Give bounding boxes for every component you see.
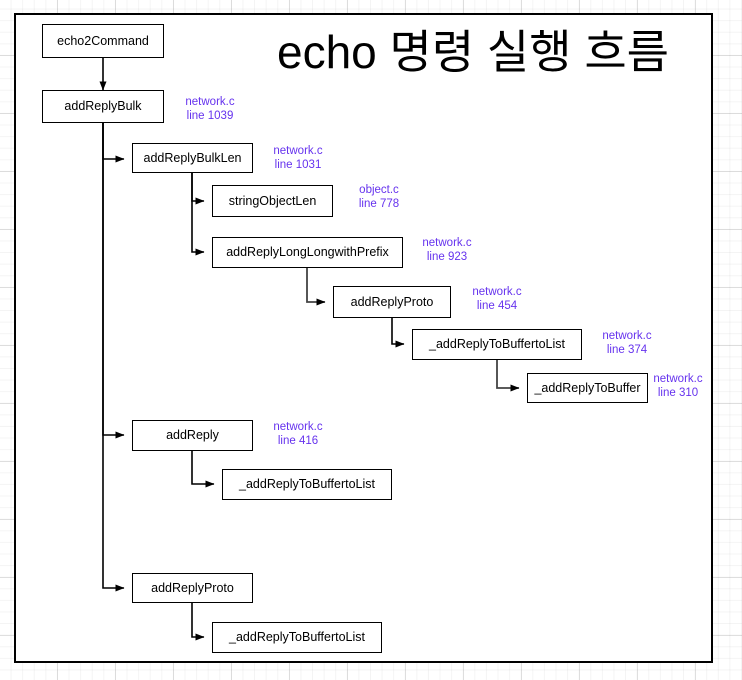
source-file: network.c: [273, 145, 323, 157]
source-file: network.c: [653, 373, 703, 385]
source-ref-addreplyproto-1: network.c line 454: [464, 286, 530, 313]
source-line: line 1039: [186, 109, 234, 122]
source-ref-addreplytobuffertolist-1: network.c line 374: [594, 330, 660, 357]
source-ref-addreplybulklen: network.c line 1031: [265, 145, 331, 172]
edge-addreply-to-addreplytobuffertolist2: [191, 451, 215, 488]
node-stringobjectlen[interactable]: stringObjectLen: [212, 185, 333, 217]
edge-addreplybulk-to-addreply: [102, 123, 125, 439]
node-label: addReply: [166, 428, 219, 443]
node-label: addReplyBulk: [64, 99, 142, 114]
edge-addreplybulk-to-addreplybulklen: [102, 123, 125, 163]
source-file: object.c: [359, 184, 399, 196]
node-addreplyproto-2[interactable]: addReplyProto: [132, 573, 253, 603]
node-addreplylonglongwithprefix[interactable]: addReplyLongLongwithPrefix: [212, 237, 403, 268]
source-ref-addreply: network.c line 416: [265, 421, 331, 448]
source-file: network.c: [273, 421, 323, 433]
node-addreplyproto-1[interactable]: addReplyProto: [333, 286, 451, 318]
node-echo2command[interactable]: echo2Command: [42, 24, 164, 58]
source-file: network.c: [422, 237, 472, 249]
node-label: addReplyLongLongwithPrefix: [226, 245, 389, 260]
node-addreplytobuffertolist-3[interactable]: _addReplyToBuffertoList: [212, 622, 382, 653]
edge-addreplyproto2-to-addreplytobuffertolist3: [191, 603, 205, 641]
node-addreplytobuffertolist-1[interactable]: _addReplyToBuffertoList: [412, 329, 582, 360]
edge-addreplybulk-to-addreplyproto: [102, 123, 125, 592]
source-file: network.c: [602, 330, 652, 342]
node-label: _addReplyToBuffer: [534, 380, 641, 395]
node-addreply[interactable]: addReply: [132, 420, 253, 451]
node-label: _addReplyToBuffertoList: [239, 477, 375, 492]
edge-addreplytobuffertolist1-to-addreplytobuffer: [496, 360, 520, 392]
source-ref-addreplylonglongwithprefix: network.c line 923: [414, 237, 480, 264]
source-line: line 310: [657, 386, 699, 399]
node-addreplybulk[interactable]: addReplyBulk: [42, 90, 164, 123]
edge-addreplyproto1-to-addreplytobuffertolist1: [391, 318, 405, 348]
node-addreplybulklen[interactable]: addReplyBulkLen: [132, 143, 253, 173]
source-ref-addreplybulk: network.c line 1039: [177, 96, 243, 123]
source-line: line 374: [606, 343, 648, 356]
source-file: network.c: [185, 96, 235, 108]
node-label: addReplyProto: [350, 294, 434, 309]
source-line: line 923: [426, 250, 468, 263]
page-title: echo 명령 실행 흐름: [276, 26, 669, 78]
node-label: addReplyBulkLen: [143, 150, 242, 165]
source-file: network.c: [472, 286, 522, 298]
node-label: addReplyProto: [151, 580, 234, 595]
node-label: echo2Command: [57, 33, 149, 48]
node-addreplytobuffer[interactable]: _addReplyToBuffer: [527, 373, 648, 403]
source-line: line 416: [277, 434, 319, 447]
source-ref-stringobjectlen: object.c line 778: [350, 184, 408, 211]
node-label: stringObjectLen: [228, 193, 317, 208]
node-label: _addReplyToBuffertoList: [429, 337, 565, 352]
node-addreplytobuffertolist-2[interactable]: _addReplyToBuffertoList: [222, 469, 392, 500]
source-line: line 454: [476, 299, 518, 312]
source-line: line 778: [358, 197, 400, 210]
edge-addreplybulklen-to-addreplylonglongwithprefix: [191, 173, 205, 256]
node-label: _addReplyToBuffertoList: [229, 630, 365, 645]
source-ref-addreplytobuffer: network.c line 310: [645, 373, 711, 400]
edge-addreplylonglongwithprefix-to-addreplyproto: [306, 268, 326, 306]
edge-addreplybulklen-to-stringobjectlen: [191, 173, 205, 205]
source-line: line 1031: [274, 158, 322, 171]
